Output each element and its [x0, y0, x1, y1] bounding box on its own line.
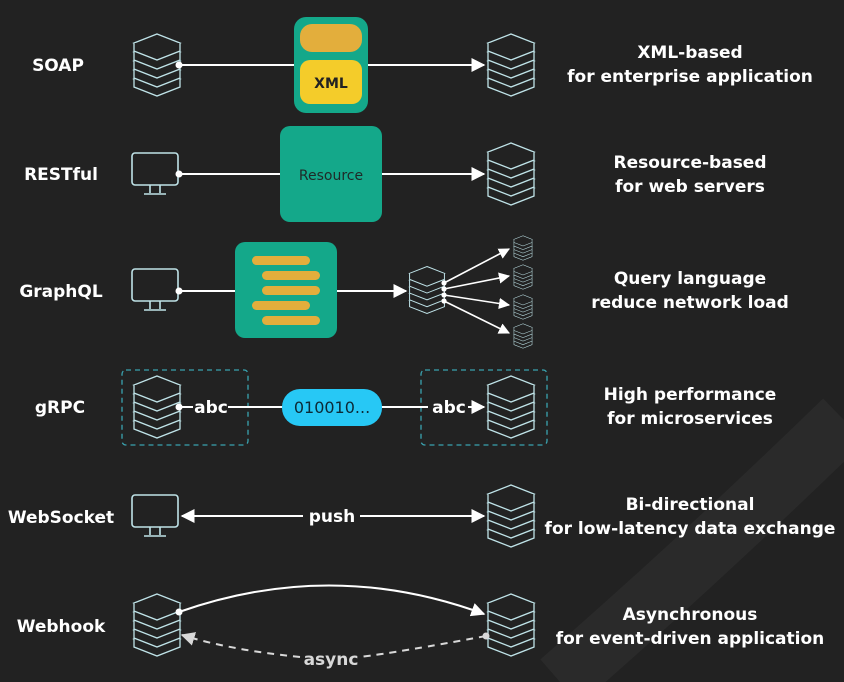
protocol-label-grpc: gRPC	[35, 398, 85, 418]
fan-out-arrows	[441, 248, 511, 334]
query-line	[252, 301, 310, 310]
description-line-2: for web servers	[615, 177, 765, 197]
payload-label-xml: XML	[314, 76, 348, 92]
description-line-2: for event-driven application	[556, 629, 825, 649]
protocol-label-webhook: Webhook	[17, 617, 106, 637]
server-icon	[487, 375, 535, 439]
fan-out-arrow	[443, 300, 511, 334]
connector-dot	[482, 632, 490, 640]
small-server-icon	[513, 323, 533, 349]
envelope-header-bar	[300, 24, 362, 52]
fan-out-arrow	[443, 272, 511, 290]
description-line-1: Resource-based	[613, 153, 766, 173]
row-grpc: gRPC abc 010010... abc High performance …	[35, 369, 777, 446]
row-graphql: GraphQL Query language reduce networ	[19, 235, 789, 349]
query-line	[252, 256, 310, 265]
server-icon	[487, 142, 535, 206]
server-icon	[487, 484, 535, 548]
server-icon	[409, 266, 445, 314]
request-curve-arrow	[178, 584, 486, 617]
protocol-label-graphql: GraphQL	[19, 282, 103, 302]
description-line-1: Asynchronous	[623, 605, 758, 625]
binary-payload-pill	[282, 389, 382, 426]
connector-dot	[175, 287, 183, 295]
async-label: async	[304, 650, 359, 670]
protocol-label-websocket: WebSocket	[8, 508, 114, 528]
connector-dot	[175, 608, 183, 616]
client-monitor-icon	[131, 152, 179, 195]
client-monitor-icon	[131, 494, 179, 537]
description-line-2: reduce network load	[591, 293, 789, 313]
server-icon	[487, 33, 535, 97]
connector-dot	[175, 61, 183, 69]
callback-dashed-line	[359, 635, 487, 658]
client-server-icon	[133, 33, 181, 97]
query-line	[262, 316, 320, 325]
client-data-label: abc	[194, 398, 228, 418]
description-line-2: for low-latency data exchange	[545, 519, 836, 539]
push-label: push	[309, 507, 356, 527]
query-line	[262, 286, 320, 295]
description-line-1: High performance	[604, 385, 777, 405]
row-webhook: Webhook async Asynchronous for event-dri…	[17, 584, 825, 670]
connector-dot	[441, 292, 447, 298]
payload-label-binary: 010010...	[294, 398, 370, 417]
server-icon	[487, 593, 535, 657]
protocol-label-restful: RESTful	[24, 165, 98, 185]
connector-dot	[175, 170, 183, 178]
resource-box	[280, 126, 382, 222]
description-line-1: Query language	[614, 269, 766, 289]
description-line-1: Bi-directional	[626, 495, 755, 515]
small-server-icon	[513, 264, 533, 290]
fan-out-arrow	[443, 294, 511, 310]
connector-dot	[175, 403, 183, 411]
query-line	[262, 271, 320, 280]
server-data-label: abc	[432, 398, 466, 418]
protocol-label-soap: SOAP	[32, 56, 84, 76]
client-server-icon	[133, 375, 181, 439]
description-line-2: for enterprise application	[567, 67, 813, 87]
description-line-2: for microservices	[607, 409, 773, 429]
client-monitor-icon	[131, 268, 179, 311]
fan-out-arrow	[443, 248, 510, 284]
small-server-icon	[513, 235, 533, 261]
row-restful: RESTful Resource Resource-based for web …	[24, 126, 767, 222]
client-server-icon	[133, 593, 181, 657]
payload-label-resource: Resource	[299, 168, 363, 184]
query-lines	[252, 256, 320, 325]
connector-dot	[441, 298, 447, 304]
small-server-icon	[513, 294, 533, 320]
background-curve	[540, 398, 844, 682]
connector-dot	[441, 280, 447, 286]
row-soap: SOAP XML XML-based for enterprise applic…	[32, 17, 813, 113]
connector-dot	[441, 286, 447, 292]
row-websocket: WebSocket push Bi-directional for low-la…	[8, 484, 836, 548]
description-line-1: XML-based	[637, 43, 742, 63]
callback-dashed-arrow	[180, 632, 301, 658]
envelope-body	[300, 60, 362, 104]
